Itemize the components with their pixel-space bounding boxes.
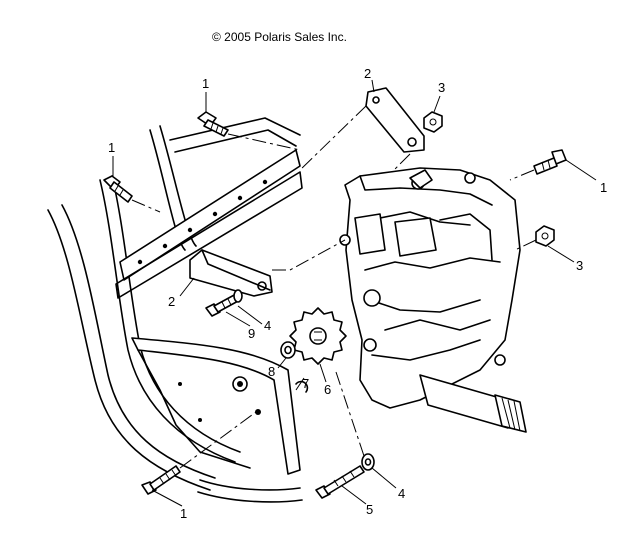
callout-1: 1 bbox=[600, 180, 607, 195]
callout-5: 5 bbox=[366, 502, 373, 517]
leader-lines bbox=[112, 79, 597, 507]
callout-1: 1 bbox=[180, 506, 187, 521]
transmission-case bbox=[339, 167, 527, 433]
bracket-lower bbox=[189, 239, 346, 297]
copyright-notice: © 2005 Polaris Sales Inc. bbox=[212, 30, 347, 44]
callout-8: 8 bbox=[268, 364, 275, 379]
sprocket bbox=[289, 307, 347, 365]
callout-2: 2 bbox=[364, 66, 371, 81]
callout-7: 7 bbox=[302, 376, 309, 391]
callout-9: 9 bbox=[248, 326, 255, 341]
callout-2: 2 bbox=[168, 294, 175, 309]
callout-4: 4 bbox=[398, 486, 405, 501]
callout-3: 3 bbox=[438, 80, 445, 95]
bolt-right bbox=[509, 149, 567, 181]
bolt-upper-left bbox=[197, 111, 301, 151]
washer-8 bbox=[280, 341, 296, 359]
callout-6: 6 bbox=[324, 382, 331, 397]
callout-1: 1 bbox=[108, 140, 115, 155]
bolt-9 bbox=[205, 289, 243, 317]
callout-labels: 1 1 1 1 2 2 3 3 4 4 5 6 7 8 9 bbox=[108, 66, 607, 521]
retaining-ring bbox=[295, 380, 309, 393]
callout-4: 4 bbox=[264, 318, 271, 333]
nut-right bbox=[514, 225, 555, 251]
callout-1: 1 bbox=[202, 76, 209, 91]
nut-upper bbox=[423, 111, 443, 133]
bracket-upper bbox=[299, 87, 425, 173]
bolt-bottom bbox=[141, 411, 257, 495]
frame-assembly bbox=[47, 117, 303, 503]
callout-3: 3 bbox=[576, 258, 583, 273]
bolt-5 bbox=[315, 371, 375, 499]
bolt-left bbox=[103, 175, 161, 213]
